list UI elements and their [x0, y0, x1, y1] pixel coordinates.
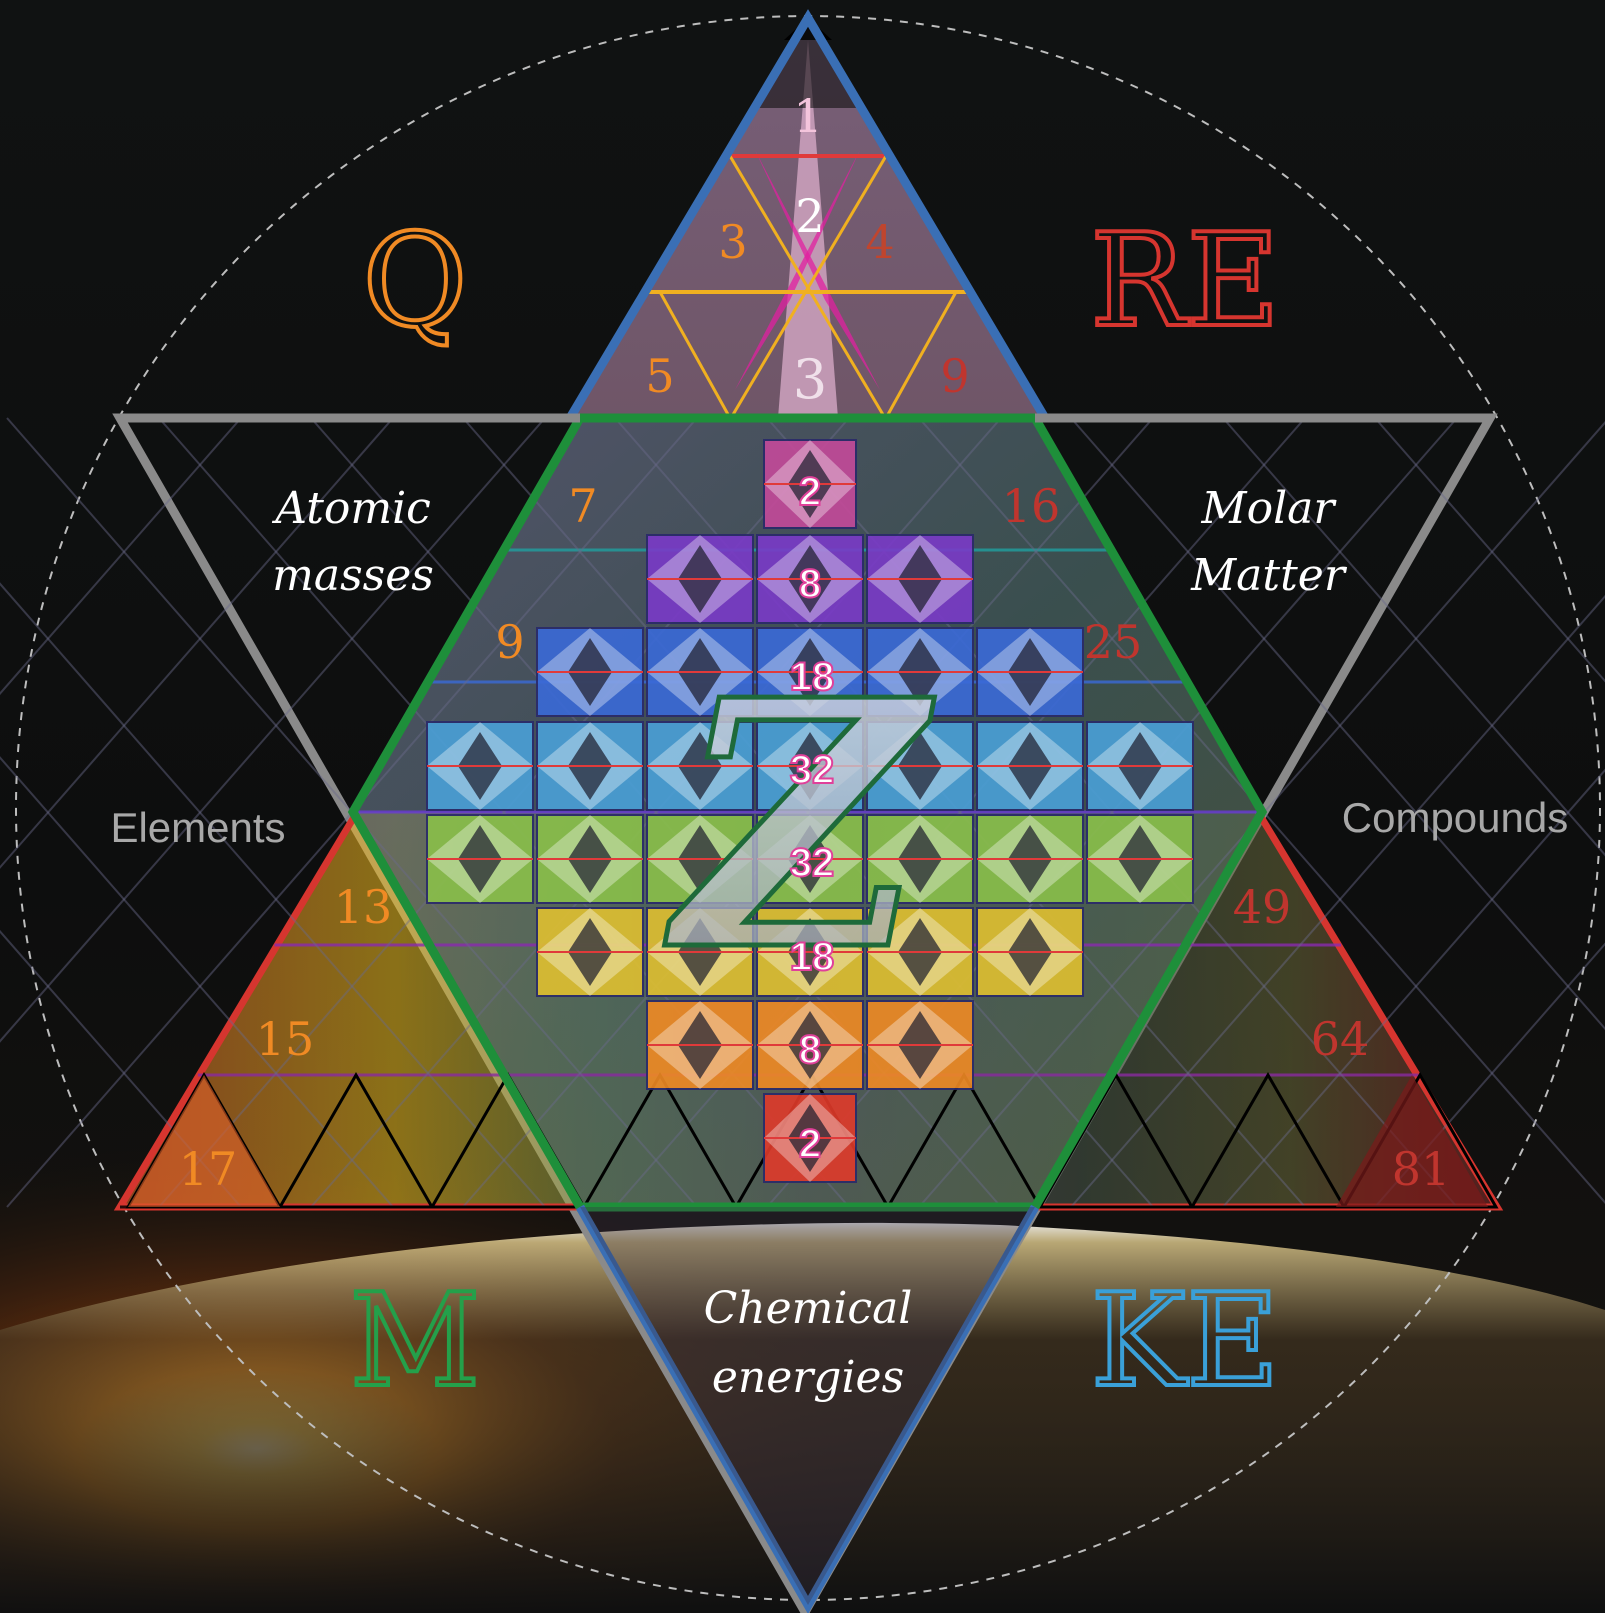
number-7: 7: [568, 479, 597, 533]
corner-label-ke: KE: [1090, 1267, 1279, 1416]
column-number: 2: [799, 470, 821, 514]
caption-molar: Molar: [1201, 483, 1338, 534]
corner-label-re: RE: [1090, 207, 1280, 356]
number-64: 64: [1311, 1012, 1370, 1066]
caption-masses: masses: [272, 550, 434, 601]
number-9-left: 9: [495, 615, 524, 669]
column-number: 2: [799, 1122, 821, 1166]
number-13: 13: [334, 880, 393, 934]
caption-matter: Matter: [1190, 550, 1348, 601]
number-2: 2: [795, 189, 824, 243]
column-number: 18: [790, 935, 835, 979]
column-number: 8: [799, 562, 821, 606]
corner-label-q: Q: [363, 207, 468, 356]
number-3: 3: [718, 215, 747, 269]
number-25: 25: [1084, 615, 1143, 669]
number-1: 1: [793, 89, 822, 143]
number-4: 4: [865, 215, 894, 269]
caption-elements: Elements: [110, 804, 285, 851]
number-17: 17: [179, 1142, 238, 1196]
number-15: 15: [256, 1012, 315, 1066]
caption-compounds: Compounds: [1342, 794, 1568, 841]
column-number: 8: [799, 1028, 821, 1072]
number-49: 49: [1233, 880, 1292, 934]
caption-chemical: Chemical: [704, 1283, 913, 1334]
number-3-center: 3: [793, 348, 827, 411]
corner-label-m: M: [349, 1267, 480, 1416]
column-number: 32: [790, 841, 835, 885]
caption-atomic: Atomic: [271, 483, 431, 534]
caption-energies: energies: [712, 1352, 904, 1403]
number-9-top: 9: [940, 349, 969, 403]
number-5: 5: [645, 349, 674, 403]
number-16: 16: [1002, 479, 1061, 533]
column-number: 18: [790, 655, 835, 699]
number-81: 81: [1392, 1142, 1451, 1196]
column-number: 32: [790, 748, 835, 792]
